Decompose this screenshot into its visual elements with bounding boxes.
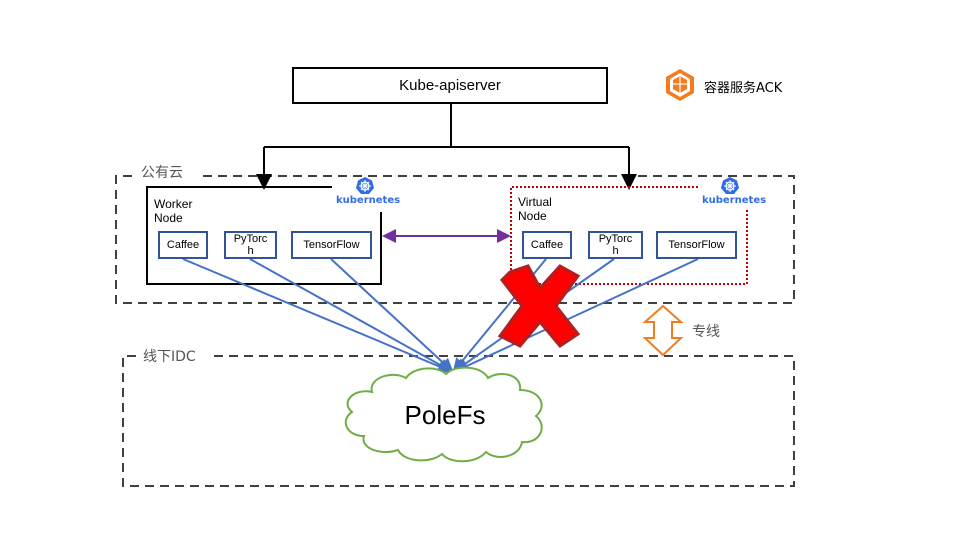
virtual-node-label: Virtual Node — [518, 195, 552, 223]
virtual-caffee-box: Caffee — [522, 231, 572, 259]
ack-label: 容器服务ACK — [704, 81, 783, 96]
virtual-node-label-line1: Virtual — [518, 195, 552, 209]
kube-apiserver-box: Kube-apiserver — [292, 67, 608, 104]
worker-kubernetes-badge: kubernetes — [336, 195, 401, 206]
framework-label: TensorFlow — [668, 239, 725, 251]
link-worker-pytorch — [249, 258, 453, 372]
virtual-tensorflow-box: TensorFlow — [656, 231, 737, 259]
kubernetes-logo-icon-virtual — [721, 177, 739, 194]
worker-pytorch-box: PyTorc h — [224, 231, 277, 259]
blocked-cross-icon — [497, 264, 581, 348]
worker-tensorflow-box: TensorFlow — [291, 231, 372, 259]
worker-node-box — [146, 186, 382, 285]
public-cloud-label: 公有云 — [135, 162, 189, 182]
framework-label: PyTorc — [598, 233, 633, 245]
worker-caffee-box: Caffee — [158, 231, 208, 259]
kube-apiserver-label: Kube-apiserver — [399, 77, 501, 94]
idc-zone-border — [122, 355, 795, 487]
framework-label-wrap: h — [612, 245, 619, 257]
link-worker-caffee — [182, 258, 452, 373]
polefs-cloud-shape — [344, 366, 543, 463]
idc-label: 线下IDC — [137, 346, 202, 366]
virtual-kubernetes-badge: kubernetes — [702, 195, 767, 206]
link-virtual-tensorflow — [454, 258, 699, 373]
worker-node-label-line1: Worker — [154, 197, 193, 211]
public-cloud-zone-border — [115, 175, 795, 304]
link-worker-tensorflow — [330, 258, 454, 373]
framework-label: TensorFlow — [303, 239, 360, 251]
worker-node-label-line2: Node — [154, 211, 183, 225]
virtual-node-label-line2: Node — [518, 209, 547, 223]
framework-label: Caffee — [530, 239, 564, 251]
framework-label: PyTorc — [233, 233, 268, 245]
storage-links — [182, 258, 699, 373]
polefs-label: PoleFs — [404, 400, 486, 430]
kubernetes-logo-icon-worker — [356, 177, 374, 194]
virtual-pytorch-box: PyTorc h — [588, 231, 643, 259]
worker-node-label: Worker Node — [154, 197, 192, 225]
dedicated-line-icon — [642, 304, 684, 357]
framework-label: Caffee — [166, 239, 200, 251]
framework-label-wrap: h — [247, 245, 254, 257]
ack-logo-icon — [666, 69, 694, 101]
dedicated-line-label: 专线 — [692, 324, 720, 340]
